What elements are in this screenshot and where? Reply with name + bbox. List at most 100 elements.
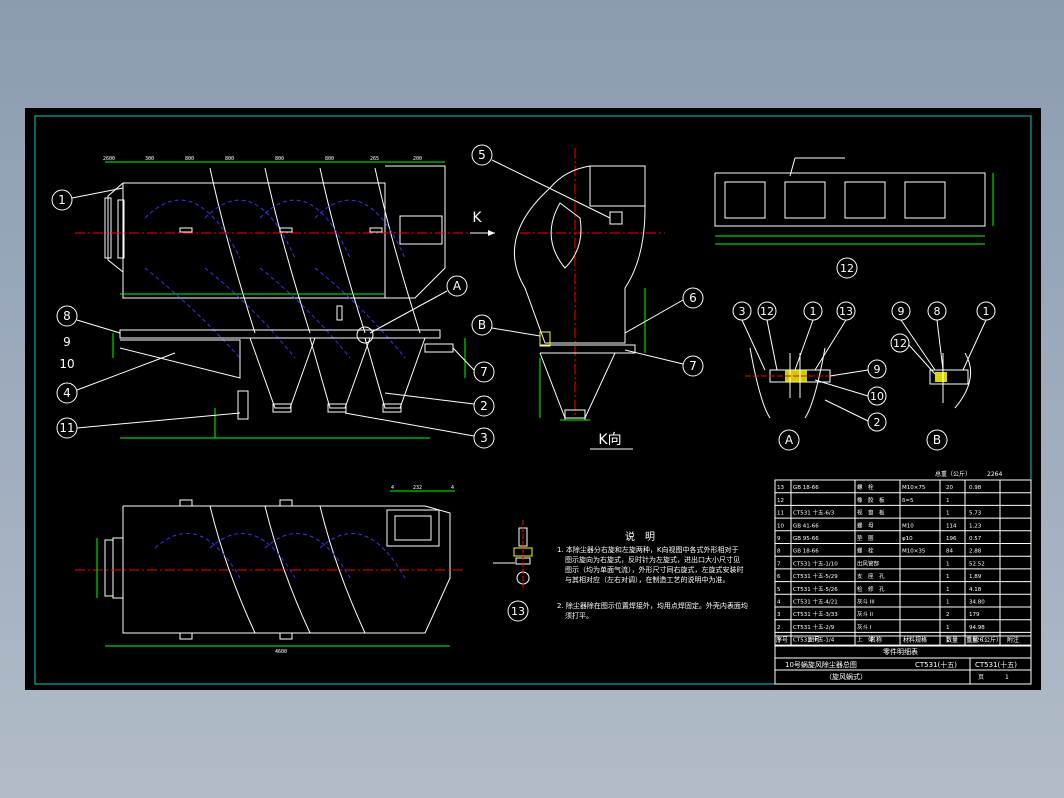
plan-dim-1: 4	[391, 485, 394, 491]
bom-cell: 179	[969, 612, 980, 618]
bom-cell: GB 18-66	[793, 549, 819, 555]
bom-cell: 114	[946, 523, 957, 529]
detail-a: A	[745, 347, 835, 451]
header-drawing-no: 图号	[808, 637, 820, 644]
notes-line-2: 图示旋向为右旋式，反时针为左旋式，进出口大小尺寸见	[565, 555, 740, 564]
bom-cell: 84	[946, 549, 953, 555]
bom-cell: CT531 十五-2/9	[793, 623, 835, 631]
bom-cell: 11	[777, 511, 784, 517]
callout-4: 4	[63, 386, 71, 400]
plan-dim-0: 4600	[275, 649, 287, 655]
bom-cell: GB 41-66	[793, 523, 819, 529]
bom-cell: M10×35	[902, 549, 926, 555]
cad-drawing: 2600 300 800 800 800 800 265 200 1 8 9 1…	[34, 115, 1032, 685]
view-k-arrow-label: K	[472, 210, 482, 226]
border-frame	[34, 115, 1032, 685]
callout-5: 5	[478, 148, 486, 162]
bom-cell: 0.98	[969, 485, 982, 491]
bom-cell: 5.73	[969, 511, 982, 517]
detail-b-callouts	[890, 301, 996, 375]
bom-cell: 196	[946, 536, 957, 542]
callout-7b: 7	[689, 359, 697, 373]
bom-cell: 视 窗 板	[857, 509, 885, 517]
detail-b: B	[926, 352, 972, 451]
bom-cell: 上 体	[857, 636, 874, 644]
plan-dimensions: 4600 4 232 4	[275, 485, 454, 655]
bom-cell: φ10	[902, 536, 913, 542]
detail-12: 12	[714, 157, 994, 279]
bom-cell: 1	[946, 625, 950, 631]
detail-b-callout-1: 1	[983, 305, 990, 318]
bom-cell: 10	[777, 523, 784, 529]
callout-6: 6	[689, 291, 697, 305]
detail-a-callouts	[732, 301, 887, 432]
bom-cell: 灰斗 II	[857, 610, 873, 618]
bom-cell: 1	[777, 638, 781, 644]
plan-dim-2: 232	[413, 485, 422, 491]
bom-cell: 检 修 孔	[857, 585, 885, 593]
bom-cell: 垫 圈	[857, 534, 874, 542]
total-weight-value: 2264	[987, 471, 1002, 478]
bom-header: 序号 图号 名称 材料规格 数量 重量（公斤） 附注 零件明细表 10号蜗旋风除…	[776, 470, 1019, 681]
detail-b-callout-9: 9	[898, 305, 905, 318]
detail-12-label: 12	[840, 262, 854, 275]
dim-2: 800	[185, 156, 194, 162]
bom-cell: 4	[777, 600, 781, 606]
dim-4: 800	[275, 156, 284, 162]
detail-a-callout-3: 3	[739, 305, 746, 318]
callout-A: A	[453, 279, 462, 293]
bom-cell: M10	[902, 523, 914, 529]
dim-6: 265	[370, 156, 379, 162]
bom-cell: M10×75	[902, 485, 926, 491]
bom-subtitle: 零件明细表	[883, 647, 918, 656]
k-view-callouts	[471, 144, 704, 377]
notes-line-1: 1. 本除尘器分右旋和左旋两种，K向视图中各式外形相对于	[557, 545, 739, 554]
callout-11: 11	[59, 421, 74, 435]
detail-a-labels: 3 12 1 13 9 10 2	[739, 305, 885, 429]
drawing-subtitle: （旋风蜗式）	[825, 672, 867, 681]
dim-1: 300	[145, 156, 154, 162]
top-dimensions: 2600 300 800 800 800 800 265 200	[103, 156, 422, 162]
bom-cell: CT531 十五-3/33	[793, 610, 838, 618]
callout-1: 1	[58, 193, 66, 207]
detail-a-callout-9: 9	[874, 363, 881, 376]
bom-cell: 1.89	[969, 574, 982, 580]
header-note: 附注	[1007, 636, 1019, 644]
bom-cell: 1	[946, 600, 950, 606]
detail-a-caption: A	[785, 433, 794, 447]
notes-line-4: 与其相对应（左右对调），在制造工艺的说明中为准。	[565, 575, 730, 584]
detail-a-callout-10: 10	[870, 390, 884, 403]
detail-a-callout-2: 2	[874, 416, 881, 429]
bom-table	[774, 479, 1032, 685]
callout-7: 7	[480, 365, 488, 379]
front-view	[75, 161, 495, 439]
bom-cell: 螺 栓	[857, 547, 874, 555]
dim-3: 800	[225, 156, 234, 162]
bom-cell: 13	[777, 485, 784, 491]
dim-0: 2600	[103, 156, 115, 162]
bom-cell: 出风管部	[857, 559, 880, 567]
bom-cell: GB 95-66	[793, 536, 819, 542]
view-k-caption: K向	[598, 432, 621, 448]
notes-line-3: 图示（均为单面气流），外形尺寸同右旋式，左旋式安装时	[565, 565, 744, 574]
notes-block: 说 明 1. 本除尘器分右旋和左旋两种，K向视图中各式外形相对于 图示旋向为右旋…	[557, 530, 748, 620]
bom-cell: 9	[777, 536, 781, 542]
bom-cell: 4.18	[969, 587, 982, 593]
callout-10: 10	[59, 357, 74, 371]
bom-cell: 灰斗 III	[857, 598, 875, 606]
callout-8: 8	[63, 309, 71, 323]
header-weight: 重量（公斤）	[966, 636, 1002, 644]
bom-cell: 20	[946, 485, 953, 491]
bom-cell: 2.88	[969, 549, 982, 555]
bom-cell: 1	[946, 561, 950, 567]
bom-cell: 螺 母	[857, 521, 874, 529]
bom-cell: CT531 十五-1/4	[793, 636, 835, 644]
drawing-code-right: CT531(十五)	[975, 660, 1017, 669]
sheet-label: 页	[978, 674, 984, 681]
detail-a-callout-13: 13	[839, 305, 853, 318]
bom-cell: 支 座 孔	[857, 572, 885, 580]
bom-cell: 1	[946, 498, 950, 504]
bom-cell: 2	[946, 612, 950, 618]
bom-cell: 12	[777, 498, 784, 504]
